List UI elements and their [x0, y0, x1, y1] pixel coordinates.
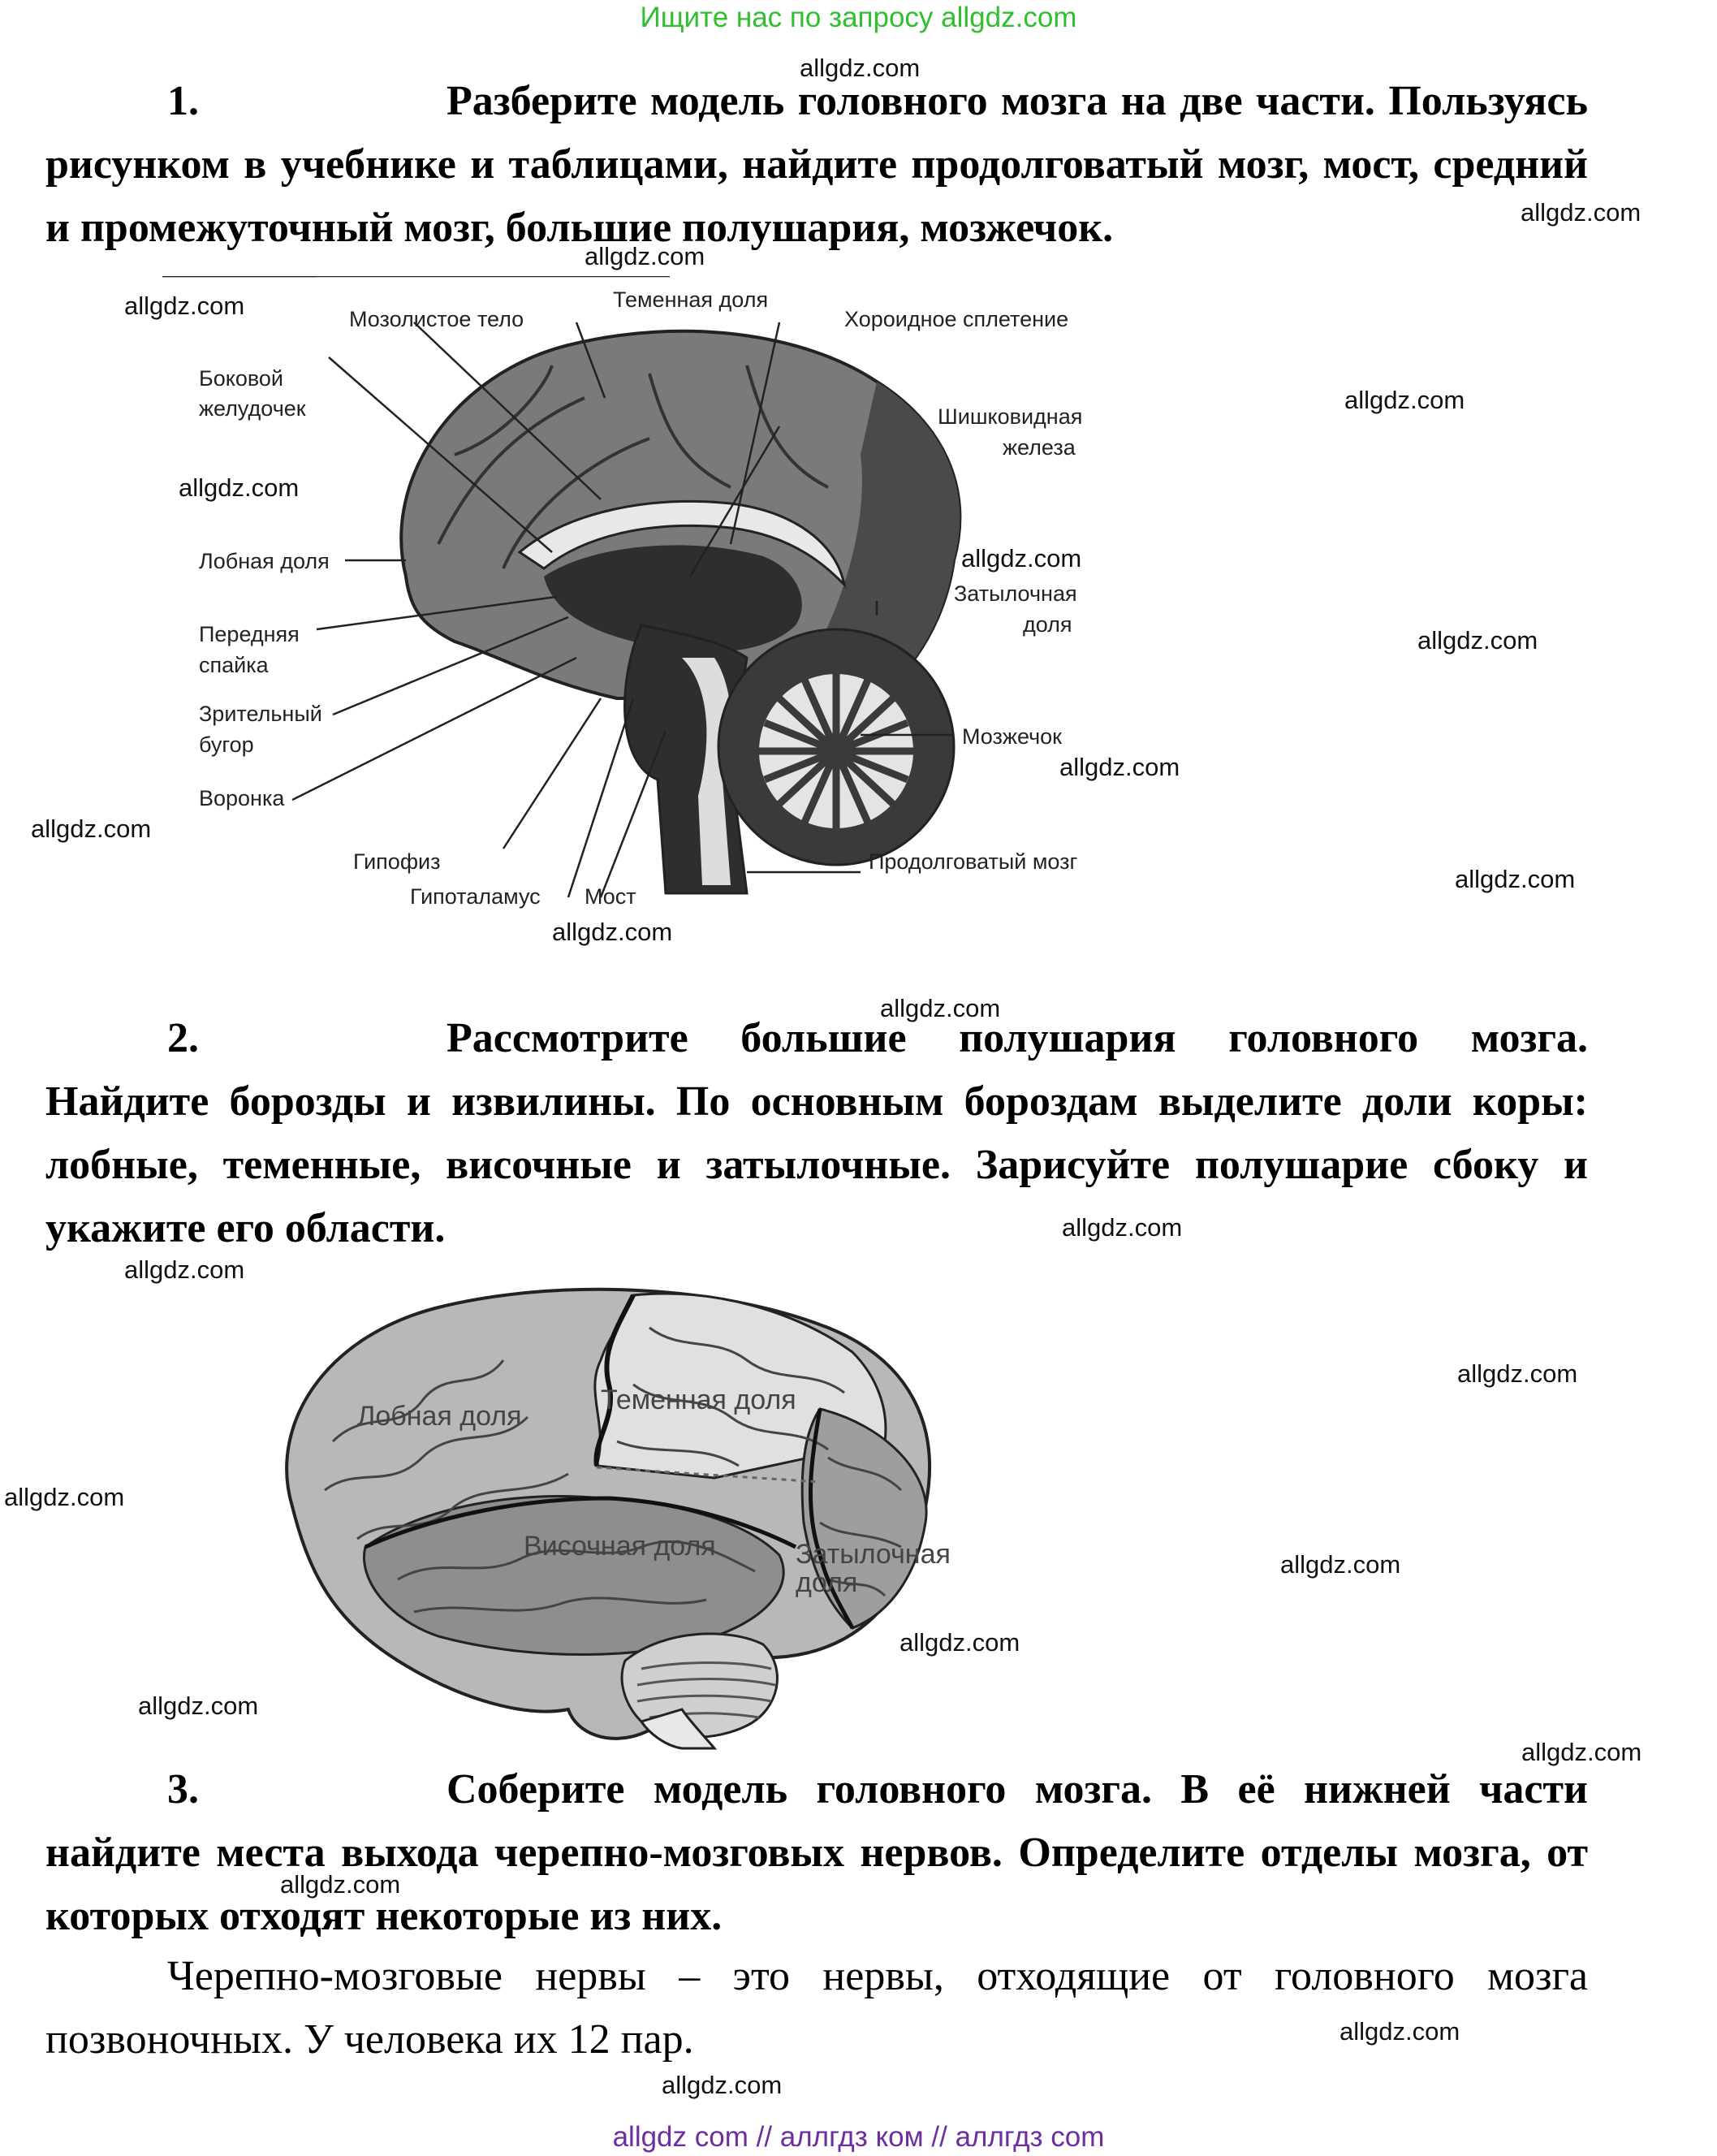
watermark: allgdz.com	[280, 1870, 401, 1899]
watermark: allgdz.com	[124, 1255, 245, 1284]
thalamus-shape	[544, 545, 802, 653]
label-hypothalamus: Гипоталамус	[410, 884, 541, 909]
watermark: allgdz.com	[31, 814, 152, 843]
bottom-banner[interactable]: allgdz com // аллгдз ком // аллгдз com	[612, 2121, 1105, 2153]
corpus-callosum-shape	[517, 500, 847, 589]
temporal-region	[363, 1495, 785, 1656]
watermark: allgdz.com	[1340, 2017, 1460, 2046]
label-choroid-plexus: Хороидное сплетение	[844, 307, 1068, 331]
watermark: allgdz.com	[138, 1692, 259, 1720]
watermark: allgdz.com	[1280, 1550, 1401, 1579]
label-anterior-commissure-2: спайка	[199, 653, 270, 677]
task-1-number: 1.	[167, 78, 199, 124]
label-lateral-ventricle-1: Боковой	[199, 366, 283, 391]
top-banner[interactable]: Ищите нас по запросу allgdz.com	[640, 2, 1077, 33]
watermark: allgdz.com	[1344, 386, 1465, 414]
label-cerebellum: Мозжечок	[962, 724, 1062, 749]
cerebellum-region	[620, 1632, 779, 1739]
label-frontal-lobe: Лобная доля	[199, 549, 330, 573]
label-corpus-callosum: Мозолистое тело	[349, 307, 524, 331]
label-parietal-lobe: Теменная доля	[613, 287, 768, 312]
task-3-text: Соберите модель головного мозга. В её ни…	[45, 1766, 1588, 1939]
label-temporal-lobe: Височная доля	[524, 1531, 716, 1562]
watermark: allgdz.com	[880, 994, 1001, 1022]
watermark: allgdz.com	[1062, 1213, 1183, 1242]
task-2: 2.Рассмотрите большие полушария головног…	[45, 1007, 1588, 1260]
label-lateral-ventricle-2: желудочек	[199, 396, 306, 421]
watermark: allgdz.com	[124, 292, 245, 320]
watermark: allgdz.com	[800, 54, 921, 82]
label-frontal-lobe-2: Лобная доля	[357, 1401, 522, 1432]
occipital-region-2	[800, 1407, 928, 1630]
task-1-text: Разберите модель головного мозга на две …	[45, 78, 1588, 251]
label-occipital-lobe-2: доля	[1023, 612, 1072, 637]
label-thalamus-1: Зрительный	[199, 702, 322, 726]
label-occipital-lobe-3: Затылочная	[796, 1539, 951, 1570]
label-pineal-gland-2: железа	[1003, 435, 1076, 460]
brain-lateral-figure: Лобная доля Теменная доля Височная доля …	[285, 1287, 951, 1750]
label-pons: Мост	[585, 884, 636, 909]
watermark: allgdz.com	[899, 1628, 1020, 1657]
label-pituitary: Гипофиз	[353, 849, 441, 874]
task-3: 3.Соберите модель головного мозга. В её …	[45, 1758, 1588, 1948]
watermark: allgdz.com	[1521, 1738, 1642, 1766]
label-parietal-lobe-2: Теменная доля	[601, 1385, 796, 1415]
watermark: allgdz.com	[179, 473, 300, 502]
occipital-region	[812, 382, 960, 698]
watermark: allgdz.com	[4, 1483, 125, 1511]
task-2-text: Рассмотрите большие полушария головного …	[45, 1015, 1588, 1251]
label-occipital-lobe-1: Затылочная	[954, 581, 1077, 606]
label-pineal-gland-1: Шишковидная	[938, 404, 1082, 429]
watermark: allgdz.com	[585, 242, 705, 270]
watermark: allgdz.com	[1455, 865, 1576, 893]
label-occipital-lobe-4: доля	[796, 1567, 857, 1598]
label-thalamus-2: бугор	[199, 732, 254, 757]
watermark: allgdz.com	[1457, 1359, 1578, 1388]
task-3-number: 3.	[167, 1766, 199, 1813]
label-infundibulum: Воронка	[199, 786, 285, 810]
label-medulla: Продолговатый мозг	[869, 849, 1078, 874]
label-anterior-commissure-1: Передняя	[199, 622, 300, 646]
watermark: allgdz.com	[1059, 753, 1180, 781]
watermark: allgdz.com	[552, 918, 673, 946]
watermark: allgdz.com	[662, 2071, 783, 2099]
watermark: allgdz.com	[1417, 626, 1538, 655]
task-2-number: 2.	[167, 1015, 199, 1061]
watermark: allgdz.com	[961, 544, 1082, 572]
brain-section-figure: Мозолистое тело Теменная доля Хороидное …	[162, 276, 1082, 909]
watermark: allgdz.com	[1521, 198, 1642, 227]
answer-paragraph: Черепно-мозговые нервы – это нервы, отхо…	[45, 1953, 1588, 2063]
task-1: 1.Разберите модель головного мозга на дв…	[45, 70, 1588, 260]
